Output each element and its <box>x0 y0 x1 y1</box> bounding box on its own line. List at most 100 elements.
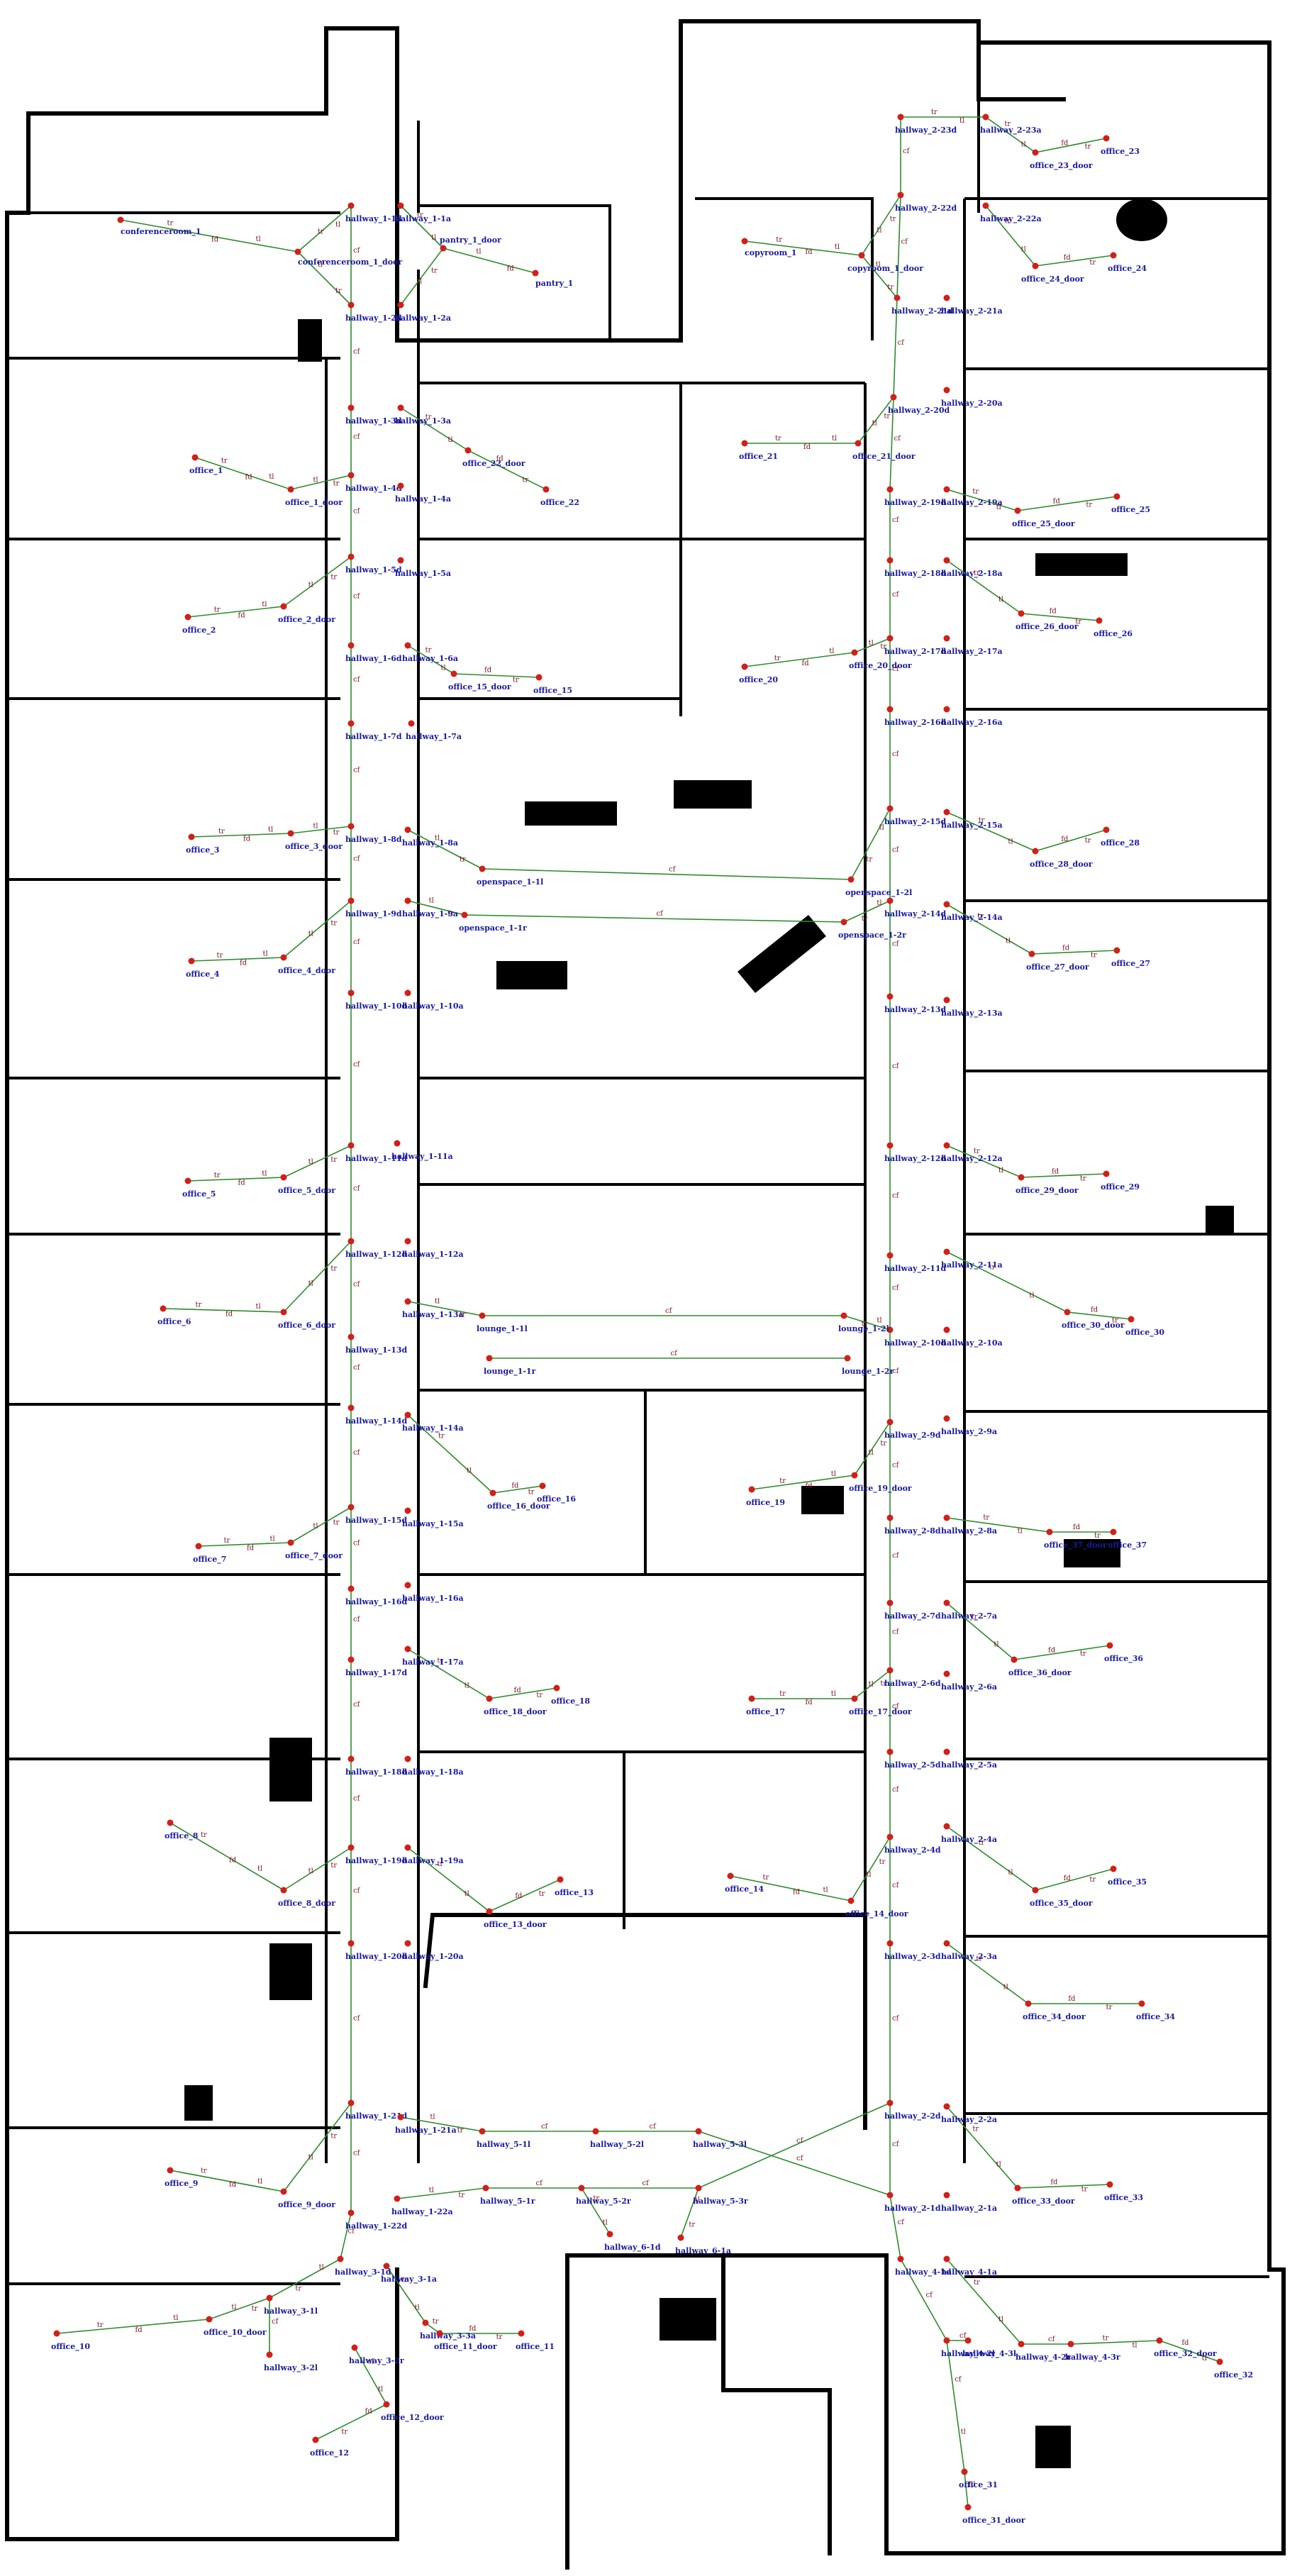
node-hallway_2-10a[interactable]: hallway_2-10a <box>941 1326 1003 1349</box>
node-marker[interactable] <box>1106 2181 1113 2188</box>
node-marker[interactable] <box>167 1819 174 1826</box>
node-marker[interactable] <box>847 1897 855 1904</box>
node-hallway_2-6d[interactable]: hallway_2-6d <box>884 1667 941 1689</box>
node-hallway_2-3a[interactable]: hallway_2-3a <box>941 1940 997 1962</box>
node-hallway_5-3r[interactable]: hallway_5-3r <box>693 2184 748 2207</box>
node-openspace_1-1l[interactable]: openspace_1-1l <box>477 865 543 888</box>
node-marker[interactable] <box>1110 1528 1117 1536</box>
node-marker[interactable] <box>748 1695 755 1702</box>
node-marker[interactable] <box>840 1312 847 1319</box>
node-hallway_2-8a[interactable]: hallway_2-8a <box>941 1514 997 1537</box>
node-marker[interactable] <box>943 1823 950 1830</box>
node-office_6_door[interactable]: office_6_door <box>278 1309 335 1331</box>
node-marker[interactable] <box>1025 2000 1032 2007</box>
node-marker[interactable] <box>943 996 950 1004</box>
node-marker[interactable] <box>280 2188 287 2195</box>
node-hallway_1-8d[interactable]: hallway_1-8d <box>345 823 402 845</box>
node-marker[interactable] <box>1018 2341 1025 2348</box>
node-marker[interactable] <box>677 2234 684 2241</box>
node-lounge_1-1l[interactable]: lounge_1-1l <box>477 1312 528 1335</box>
node-marker[interactable] <box>886 1252 894 1259</box>
node-hallway_2-2a[interactable]: hallway_2-2a <box>941 2103 997 2126</box>
node-hallway_2-19a[interactable]: hallway_2-19a <box>941 486 1003 509</box>
node-marker[interactable] <box>394 1140 401 1147</box>
node-marker[interactable] <box>943 294 950 301</box>
node-marker[interactable] <box>1032 1887 1039 1894</box>
node-office_23_door[interactable]: office_23_door <box>1030 149 1093 172</box>
node-marker[interactable] <box>943 387 950 394</box>
node-hallway_2-8d[interactable]: hallway_2-8d <box>884 1514 941 1537</box>
node-hallway_1-2a[interactable]: hallway_1-2a <box>395 301 451 324</box>
node-marker[interactable] <box>188 833 195 840</box>
node-marker[interactable] <box>858 252 865 259</box>
node-hallway_2-12a[interactable]: hallway_2-12a <box>941 1142 1003 1165</box>
node-hallway_2-23a[interactable]: hallway_2-23a <box>980 113 1042 136</box>
node-marker[interactable] <box>397 2114 404 2121</box>
node-marker[interactable] <box>347 1404 355 1411</box>
node-marker[interactable] <box>347 897 355 904</box>
node-hallway_1-18a[interactable]: hallway_1-18a <box>402 1755 464 1778</box>
node-office_9_door[interactable]: office_9_door <box>278 2188 335 2211</box>
node-marker[interactable] <box>1032 848 1039 855</box>
node-lounge_1-2l[interactable]: lounge_1-2l <box>838 1312 889 1335</box>
node-office_17[interactable]: office_17 <box>746 1695 785 1718</box>
node-marker[interactable] <box>578 2184 585 2192</box>
node-marker[interactable] <box>1138 2000 1145 2007</box>
node-marker[interactable] <box>287 1539 294 1546</box>
node-marker[interactable] <box>347 553 355 560</box>
node-hallway_2-11a[interactable]: hallway_2-11a <box>941 1248 1003 1271</box>
node-hallway_1-9d[interactable]: hallway_1-9d <box>345 897 402 920</box>
node-hallway_1-7d[interactable]: hallway_1-7d <box>345 720 402 743</box>
node-marker[interactable] <box>1014 507 1021 514</box>
node-office_2[interactable]: office_2 <box>182 614 216 636</box>
node-office_16[interactable]: office_16 <box>537 1482 576 1505</box>
node-hallway_1-19d[interactable]: hallway_1-19d <box>345 1844 407 1867</box>
node-marker[interactable] <box>886 1833 894 1841</box>
node-marker[interactable] <box>532 270 539 277</box>
node-openspace_1-2l[interactable]: openspace_1-2l <box>845 876 912 899</box>
node-hallway_1-22a[interactable]: hallway_1-22a <box>391 2195 453 2218</box>
node-hallway_1-13d[interactable]: hallway_1-13d <box>345 1333 407 1356</box>
node-hallway_2-13a[interactable]: hallway_2-13a <box>941 996 1003 1019</box>
node-office_3_door[interactable]: office_3_door <box>285 830 343 853</box>
node-office_3[interactable]: office_3 <box>186 833 219 856</box>
node-marker[interactable] <box>347 2099 355 2106</box>
node-marker[interactable] <box>851 649 858 656</box>
node-marker[interactable] <box>943 706 950 713</box>
node-marker[interactable] <box>404 642 411 649</box>
node-marker[interactable] <box>347 202 355 209</box>
node-office_26[interactable]: office_26 <box>1094 617 1133 640</box>
node-marker[interactable] <box>897 191 904 199</box>
node-marker[interactable] <box>404 1582 411 1589</box>
node-marker[interactable] <box>404 989 411 996</box>
node-marker[interactable] <box>961 2468 968 2475</box>
node-office_20[interactable]: office_20 <box>739 663 778 686</box>
node-hallway_2-14d[interactable]: hallway_2-14d <box>884 897 946 920</box>
node-office_10_door[interactable]: office_10_door <box>204 2316 267 2338</box>
node-hallway_1-3d[interactable]: hallway_1-3d <box>345 404 402 427</box>
node-office_30[interactable]: office_30 <box>1125 1316 1164 1338</box>
node-marker[interactable] <box>347 642 355 649</box>
node-marker[interactable] <box>422 2319 429 2326</box>
node-office_13_door[interactable]: office_13_door <box>484 1908 547 1931</box>
node-marker[interactable] <box>1032 262 1039 270</box>
node-marker[interactable] <box>479 2128 486 2135</box>
node-marker[interactable] <box>1110 252 1117 259</box>
node-marker[interactable] <box>886 706 894 713</box>
node-marker[interactable] <box>347 472 355 479</box>
node-marker[interactable] <box>404 826 411 833</box>
node-hallway_1-4d[interactable]: hallway_1-4d <box>345 472 402 494</box>
node-office_31[interactable]: office_31 <box>959 2468 998 2491</box>
node-hallway_1-20a[interactable]: hallway_1-20a <box>402 1940 464 1962</box>
node-marker[interactable] <box>53 2330 60 2337</box>
node-marker[interactable] <box>184 1177 191 1184</box>
node-marker[interactable] <box>347 301 355 309</box>
node-marker[interactable] <box>479 865 486 872</box>
node-hallway_2-2d[interactable]: hallway_2-2d <box>884 2099 941 2122</box>
node-hallway_2-6a[interactable]: hallway_2-6a <box>941 1670 997 1693</box>
node-copyroom_1_door[interactable]: copyroom_1_door <box>847 252 923 274</box>
node-hallway_2-9d[interactable]: hallway_2-9d <box>884 1419 941 1441</box>
node-marker[interactable] <box>347 2209 355 2216</box>
node-marker[interactable] <box>160 1305 167 1312</box>
node-hallway_1-10a[interactable]: hallway_1-10a <box>402 989 464 1012</box>
